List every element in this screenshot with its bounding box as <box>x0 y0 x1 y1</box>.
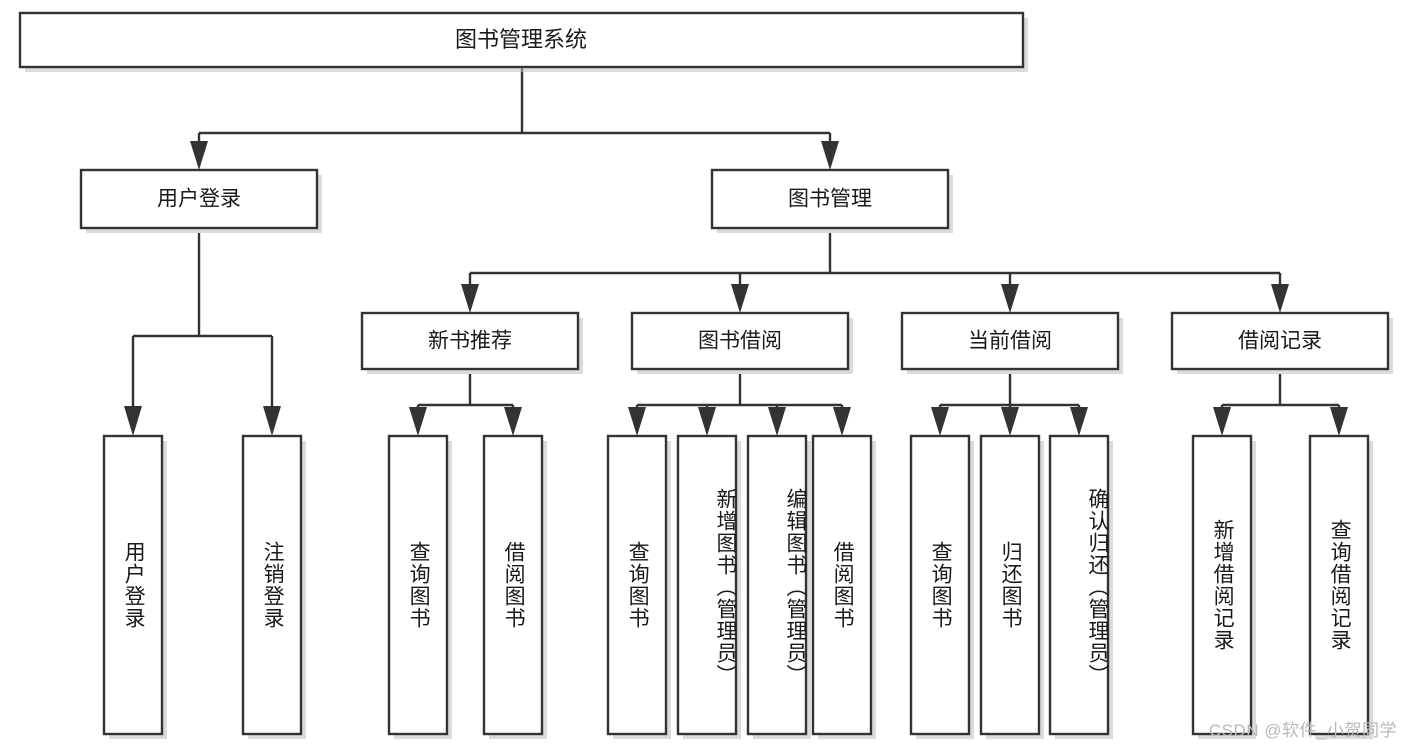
node-book-management[interactable] <box>710 168 950 230</box>
arrow-head-leaf-borrow-book-1 <box>504 407 522 436</box>
title-node-label: 图书管理系统 <box>455 27 587 52</box>
arrow-head-current-borrow <box>1001 284 1019 313</box>
leaf-node-query-book-2[interactable] <box>606 434 668 736</box>
arrow-head-leaf-add-book <box>698 407 716 436</box>
node-title-book-management-system[interactable] <box>18 11 1025 69</box>
arrow-head-leaf-query-book-3 <box>931 407 949 436</box>
node-borrow-record-label: 借阅记录 <box>1238 330 1322 353</box>
node-current-borrow[interactable] <box>900 311 1120 371</box>
node-borrow-record[interactable] <box>1170 311 1390 371</box>
leaf-node-query-borrow-record[interactable] <box>1308 434 1370 736</box>
arrow-head-leaf-add-borrow-record <box>1213 407 1231 436</box>
leaf-node-add-book[interactable] <box>676 434 738 736</box>
node-book-borrow[interactable] <box>630 311 850 371</box>
leaf-node-edit-book[interactable] <box>746 434 808 736</box>
node-new-book-recommend-label: 新书推荐 <box>428 330 512 353</box>
arrow-head-book-management <box>821 141 839 170</box>
arrow-head-leaf-user-login <box>124 406 142 436</box>
arrow-head-user-login <box>190 141 208 170</box>
leaf-node-query-book-1[interactable] <box>387 434 449 736</box>
arrow-head-borrow-record <box>1271 284 1289 313</box>
leaf-node-add-borrow-record[interactable] <box>1191 434 1253 736</box>
leaf-node-confirm-return[interactable] <box>1048 434 1110 736</box>
leaf-node-query-book-3[interactable] <box>909 434 971 736</box>
arrow-head-leaf-borrow-book-2 <box>833 407 851 436</box>
arrow-head-leaf-return-book <box>1001 407 1019 436</box>
node-new-book-recommend[interactable] <box>360 311 580 371</box>
arrow-head-book-borrow <box>731 284 749 313</box>
leaf-node-return-book[interactable] <box>979 434 1041 736</box>
connector-layer <box>124 67 1348 436</box>
leaf-node-logout-login[interactable] <box>241 434 303 736</box>
node-book-management-label: 图书管理 <box>788 188 872 211</box>
arrow-head-new-book-recommend <box>461 284 479 313</box>
arrow-head-leaf-query-borrow-record <box>1330 407 1348 436</box>
arrow-head-leaf-query-book-1 <box>409 407 427 436</box>
leaf-node-borrow-book-1[interactable] <box>482 434 544 736</box>
arrow-head-leaf-logout-login <box>263 406 281 436</box>
node-current-borrow-label: 当前借阅 <box>968 330 1052 353</box>
arrow-head-leaf-edit-book <box>768 407 786 436</box>
node-book-borrow-label: 图书借阅 <box>698 330 782 353</box>
arrow-head-leaf-query-book-2 <box>628 407 646 436</box>
node-layer: 图书管理系统 用户登录 图书管理 新书推荐 图书借阅 当前借阅 <box>18 11 1393 739</box>
leaf-node-user-login[interactable] <box>102 434 164 736</box>
leaf-node-borrow-book-2[interactable] <box>811 434 873 736</box>
csdn-watermark: CSDN @软件_小贺同学 <box>1208 721 1397 740</box>
arrow-head-leaf-confirm-return <box>1070 407 1088 436</box>
node-user-login[interactable] <box>79 168 319 230</box>
node-user-login-label: 用户登录 <box>157 188 241 211</box>
